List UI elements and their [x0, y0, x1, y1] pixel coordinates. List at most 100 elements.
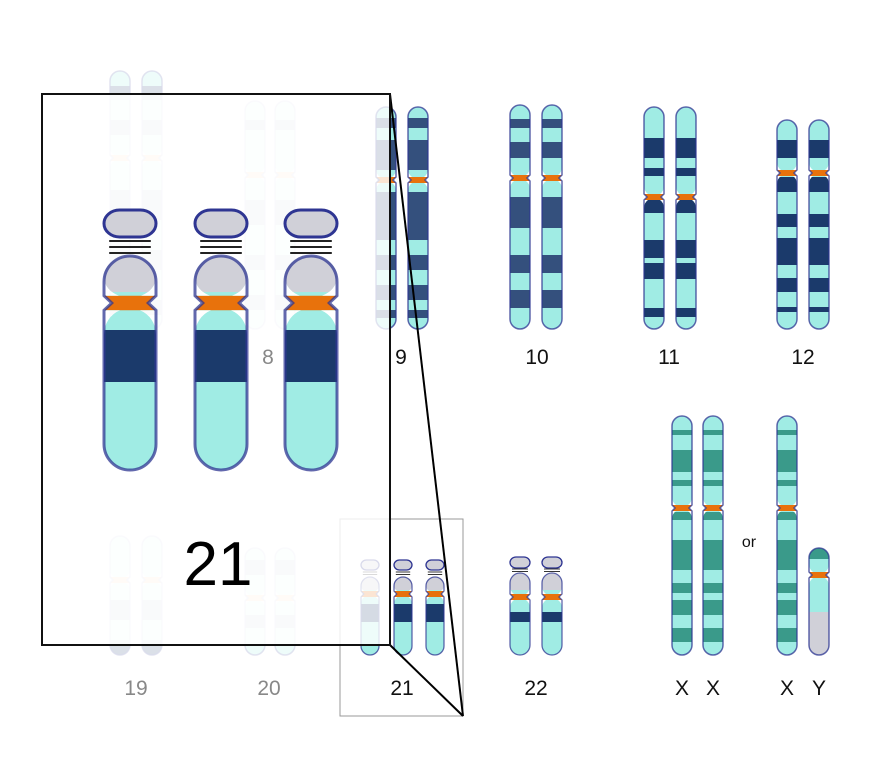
band: [777, 214, 797, 227]
centromere: [809, 572, 829, 578]
chromosome-11: [675, 106, 697, 330]
band: [285, 330, 337, 382]
band: [408, 310, 428, 318]
label-y: Y: [812, 677, 826, 700]
band: [676, 138, 696, 158]
label-10: 10: [525, 346, 548, 369]
label-11: 11: [658, 346, 680, 369]
band: [777, 238, 797, 265]
band: [510, 573, 530, 590]
band: [676, 240, 696, 258]
centromere: [703, 505, 723, 511]
centromere: [542, 175, 562, 181]
inset-trisomy-21: [102, 208, 339, 472]
inset-chromosome-21: [193, 208, 249, 472]
label-20: 20: [257, 677, 280, 700]
band: [777, 430, 797, 435]
band: [676, 263, 696, 279]
chromosome-9: [407, 106, 429, 330]
centromere: [408, 177, 428, 183]
band: [777, 278, 797, 292]
band: [672, 540, 692, 570]
band: [703, 450, 723, 472]
satellite: [509, 556, 531, 569]
connector-line-top: [389, 93, 464, 717]
chromosomes: [360, 104, 830, 656]
band: [672, 480, 692, 486]
band: [703, 628, 723, 642]
inset-chromosome-21: [102, 208, 158, 472]
label-x1: X: [675, 677, 689, 700]
band: [510, 119, 530, 128]
satellite: [425, 559, 445, 571]
chromosome-10: [541, 104, 563, 330]
band: [672, 512, 692, 520]
band: [644, 168, 664, 176]
band: [703, 540, 723, 570]
band: [777, 583, 797, 593]
band: [809, 238, 829, 265]
band: [703, 583, 723, 593]
band: [510, 142, 530, 158]
band: [809, 214, 829, 227]
band: [777, 628, 797, 642]
label-x2: X: [706, 677, 720, 700]
centromere: [394, 591, 412, 597]
band: [408, 118, 428, 128]
band: [703, 480, 723, 486]
band: [777, 177, 797, 192]
band: [809, 307, 829, 312]
band: [809, 140, 829, 158]
chromosome-22: [509, 556, 531, 656]
band: [542, 197, 562, 228]
centromere: [777, 170, 797, 176]
band: [195, 330, 247, 382]
band: [809, 548, 829, 559]
band: [644, 138, 664, 158]
label-8: 8: [262, 346, 274, 369]
band: [777, 512, 797, 520]
band: [542, 255, 562, 273]
band: [542, 119, 562, 128]
label-21: 21: [390, 677, 413, 700]
chromosome-12: [808, 119, 830, 330]
chromosome-22: [541, 556, 563, 656]
label-19: 19: [124, 677, 147, 700]
chromosome-12: [776, 119, 798, 330]
satellite: [541, 556, 563, 569]
satellite: [283, 208, 339, 239]
centromere: [542, 594, 562, 600]
centromere: [672, 505, 692, 511]
label-22: 22: [524, 677, 547, 700]
band: [777, 307, 797, 312]
band: [394, 604, 412, 622]
label-x3: X: [780, 677, 794, 700]
band: [672, 450, 692, 472]
chromosome-y: [808, 547, 830, 656]
band: [703, 600, 723, 615]
band: [644, 240, 664, 258]
centromere: [426, 591, 444, 597]
band: [809, 177, 829, 192]
centromere: [510, 175, 530, 181]
band: [408, 140, 428, 170]
band: [644, 200, 664, 213]
band: [703, 430, 723, 435]
centromere: [676, 194, 696, 200]
label-12: 12: [791, 346, 814, 369]
chromosome-x: [702, 415, 724, 656]
centromere: [809, 170, 829, 176]
inset-chromosome-21: [283, 208, 339, 472]
band: [676, 308, 696, 317]
chromosome-21: [393, 559, 413, 656]
centromere: [285, 295, 337, 311]
satellite: [102, 208, 158, 239]
label-or: or: [742, 534, 757, 551]
band: [777, 480, 797, 486]
chromosome-x: [671, 415, 693, 656]
band: [426, 577, 444, 590]
chromosome-11: [643, 106, 665, 330]
band: [510, 255, 530, 273]
chromosome-10: [509, 104, 531, 330]
